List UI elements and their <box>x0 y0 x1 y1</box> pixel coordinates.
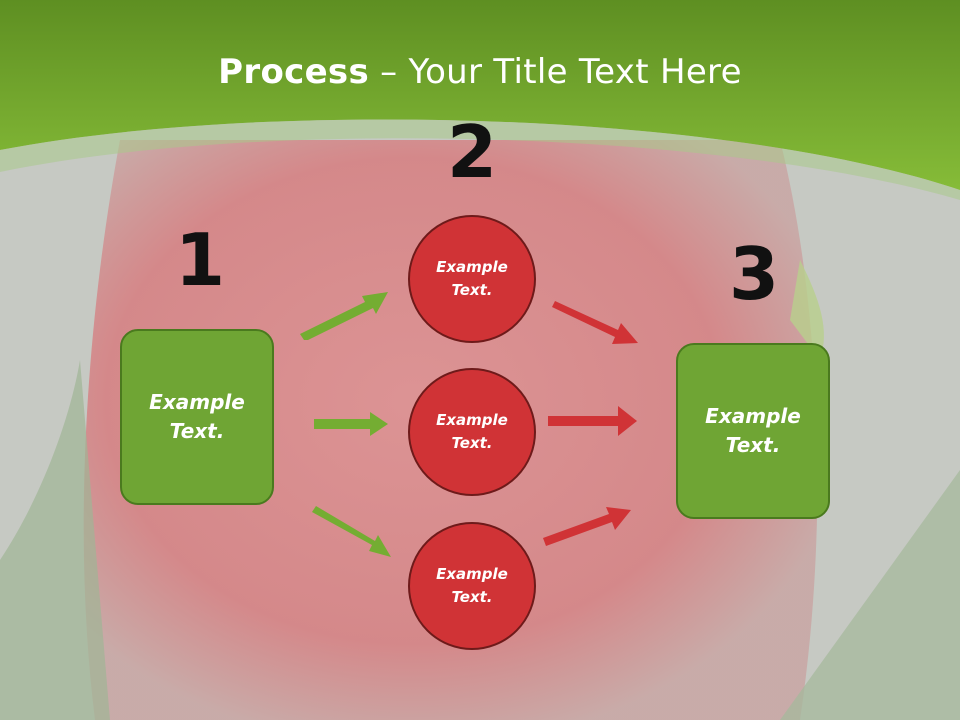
left-box-text: Example Text. <box>149 390 245 443</box>
green-arrow-down <box>312 506 391 557</box>
right-box: Example Text. <box>676 343 830 519</box>
circle-middle: Example Text. <box>408 368 536 496</box>
title-bold: Process <box>218 52 370 92</box>
red-arrow-up <box>543 507 631 546</box>
green-arrow-middle <box>314 412 388 436</box>
circle-bottom: Example Text. <box>408 522 536 650</box>
step-number-1: 1 <box>174 218 226 302</box>
step-number-3: 3 <box>728 232 780 316</box>
circle-bottom-text: Example Text. <box>436 565 508 606</box>
circle-middle-text: Example Text. <box>436 411 508 452</box>
circle-top: Example Text. <box>408 215 536 343</box>
left-box: Example Text. <box>120 329 274 505</box>
step-number-2: 2 <box>446 110 498 194</box>
right-box-text: Example Text. <box>705 404 801 457</box>
circle-top-text: Example Text. <box>436 258 508 299</box>
page-title: Process – Your Title Text Here <box>0 52 960 92</box>
red-arrow-down <box>552 301 638 344</box>
red-arrow-middle <box>548 406 637 436</box>
green-arrow-up <box>300 292 388 340</box>
title-rest: – Your Title Text Here <box>369 52 742 92</box>
